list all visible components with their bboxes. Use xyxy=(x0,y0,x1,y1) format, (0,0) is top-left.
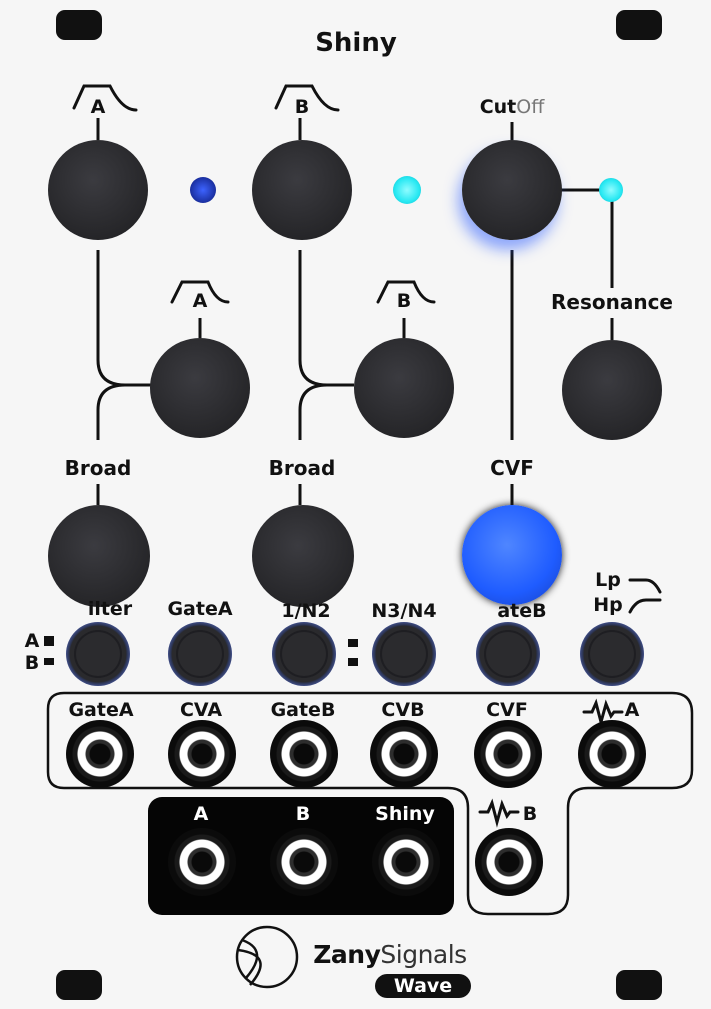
shape-b-icon xyxy=(376,280,436,304)
mode-a-indicator-icon xyxy=(44,636,54,646)
out-shiny-label: Shiny xyxy=(375,803,435,825)
model-badge-label: Wave xyxy=(393,975,453,997)
screw-hole-top-left xyxy=(56,10,102,40)
lowpass-icon xyxy=(628,578,662,594)
out-b-label: B xyxy=(295,803,311,825)
filter-b-knob[interactable] xyxy=(252,140,352,240)
led-dark-blue xyxy=(190,177,216,203)
filter-a-knob[interactable] xyxy=(48,140,148,240)
mode-indicator-3-icon xyxy=(348,658,358,666)
resonance-knob[interactable] xyxy=(562,340,662,440)
gate-b-button-label: ateB xyxy=(497,600,547,622)
noise-a-jack-label: A xyxy=(624,699,640,721)
shape-b-letter: B xyxy=(396,290,412,312)
bandpass-b-icon xyxy=(274,84,340,112)
shape-a-icon xyxy=(170,280,230,304)
mode-a-label: A xyxy=(24,630,40,652)
shape-a-letter: A xyxy=(192,290,208,312)
cvb-jack[interactable] xyxy=(370,720,438,788)
module-title: Shiny xyxy=(315,28,397,58)
link-line-b xyxy=(298,250,354,440)
screw-hole-top-right xyxy=(616,10,662,40)
cvb-jack-label: CVB xyxy=(381,699,425,721)
led-cyan-resonance xyxy=(599,178,623,202)
broad-a-label: Broad xyxy=(64,456,132,480)
n3-n4-button[interactable] xyxy=(372,622,436,686)
brand-name: ZanySignals xyxy=(313,940,467,969)
n1-n2-button[interactable] xyxy=(272,622,336,686)
n1-n2-button-label: 1/N2 xyxy=(281,600,331,622)
gate-a-button-label: GateA xyxy=(167,598,233,620)
noise-b-jack-label: B xyxy=(522,803,538,825)
gate-b-button[interactable] xyxy=(476,622,540,686)
filter-a-letter: A xyxy=(90,96,106,118)
broad-b-label: Broad xyxy=(268,456,336,480)
out-shiny-jack[interactable] xyxy=(372,828,440,896)
cvf-knob[interactable] xyxy=(462,505,562,605)
out-a-jack[interactable] xyxy=(168,828,236,896)
out-b-jack[interactable] xyxy=(270,828,338,896)
filter-button-label: ilter xyxy=(87,598,133,620)
gate-b-jack[interactable] xyxy=(270,720,338,788)
cva-jack-label: CVA xyxy=(179,699,223,721)
lp-hp-button[interactable] xyxy=(580,622,644,686)
filter-b-letter: B xyxy=(294,96,310,118)
link-line-resonance xyxy=(560,188,614,288)
broad-b-knob[interactable] xyxy=(252,505,354,607)
noise-b-icon xyxy=(478,798,520,828)
cvf-jack-label: CVF xyxy=(486,699,528,721)
gate-a-jack-label: GateA xyxy=(68,699,134,721)
gate-a-button[interactable] xyxy=(168,622,232,686)
gate-b-jack-label: GateB xyxy=(270,699,336,721)
brand-name-part2: Signals xyxy=(380,940,467,969)
noise-a-jack[interactable] xyxy=(578,720,646,788)
led-cyan-center xyxy=(393,176,421,204)
noise-a-icon xyxy=(582,698,624,728)
cutoff-knob[interactable] xyxy=(462,140,562,240)
noise-b-jack[interactable] xyxy=(475,828,543,896)
mode-b-indicator-icon xyxy=(44,658,54,665)
shape-b-knob[interactable] xyxy=(354,338,454,438)
cutoff-label-part2: Off xyxy=(516,96,545,118)
mode-b-label: B xyxy=(24,652,40,674)
zanysignals-logo-icon xyxy=(235,925,299,989)
n3-n4-button-label: N3/N4 xyxy=(371,600,437,622)
resonance-label: Resonance xyxy=(550,290,674,314)
lp-label: Lp xyxy=(595,569,621,591)
cutoff-label-part1: Cut xyxy=(479,96,517,118)
mode-indicator-2-icon xyxy=(348,639,358,647)
jack-area-outline xyxy=(46,691,694,916)
link-line-a xyxy=(96,250,152,440)
out-a-label: A xyxy=(193,803,209,825)
filter-mode-button[interactable] xyxy=(66,622,130,686)
broad-a-knob[interactable] xyxy=(48,505,150,607)
gate-a-jack[interactable] xyxy=(66,720,134,788)
wave-badge xyxy=(375,974,471,998)
cvf-knob-label: CVF xyxy=(490,456,534,480)
brand-name-part1: Zany xyxy=(313,940,381,969)
screw-hole-bottom-right xyxy=(616,970,662,1000)
cva-jack[interactable] xyxy=(168,720,236,788)
shape-a-knob[interactable] xyxy=(150,338,250,438)
cutoff-label: CutOff xyxy=(480,98,545,117)
highpass-icon xyxy=(628,598,662,614)
screw-hole-bottom-left xyxy=(56,970,102,1000)
hp-label: Hp xyxy=(593,594,623,616)
cvf-jack[interactable] xyxy=(474,720,542,788)
bandpass-a-icon xyxy=(72,84,138,112)
